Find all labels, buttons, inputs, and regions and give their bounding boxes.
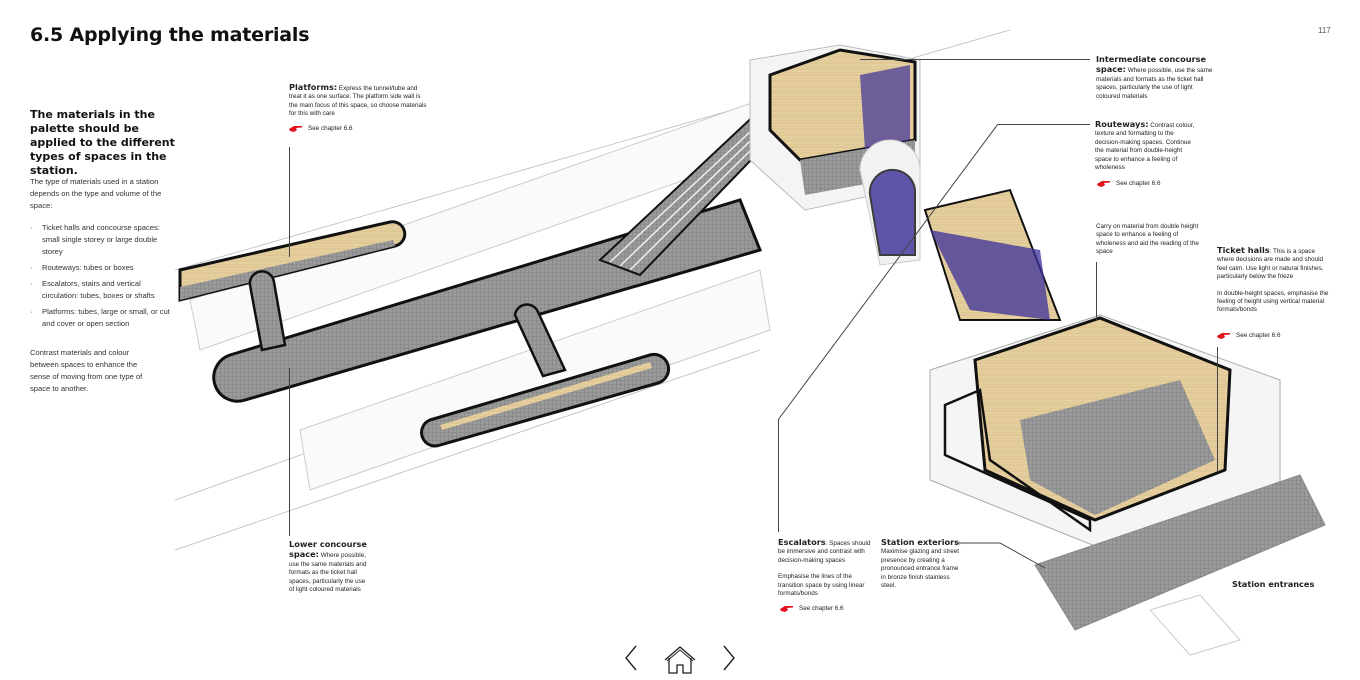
list-item: Platforms: tubes, large or small, or cut…: [30, 306, 175, 330]
see-chapter-label: See chapter 6.6: [799, 605, 844, 612]
list-item: Routeways: tubes or boxes: [30, 262, 175, 274]
annotation-text: Emphasise the lines of the transition sp…: [778, 573, 865, 598]
annotation-text: : Spaces should be immersive and contras…: [778, 540, 871, 564]
escalators-annotation: Escalators: Spaces should be immersive a…: [778, 538, 876, 598]
platforms-leader: [289, 147, 290, 257]
ticket-leader: [1217, 347, 1218, 472]
annotation-title: Escalators: [778, 537, 826, 547]
annotation-title: Intermediate concourse space:: [1096, 54, 1207, 75]
escalators-leader: [778, 420, 779, 532]
ticket-halls-annotation: Ticket halls: This is a space where deci…: [1217, 246, 1329, 315]
see-chapter-label: See chapter 6.6: [1116, 180, 1161, 187]
space-types-list: Ticket halls and concourse spaces: small…: [30, 222, 175, 334]
annotation-text: : Maximise glazing and street presence b…: [881, 540, 961, 590]
annotation-text: Express the tunnel/tube and treat it as …: [289, 85, 427, 118]
see-chapter-link[interactable]: See chapter 6.6: [1097, 180, 1160, 187]
annotation-title: Routeways:: [1095, 119, 1149, 129]
entrances-annotation: Station entrances: [1232, 580, 1314, 590]
pointing-hand-icon: [780, 606, 793, 612]
annotation-text: In double-height spaces, emphasise the f…: [1217, 289, 1329, 314]
list-item: Ticket halls and concourse spaces: small…: [30, 222, 175, 258]
annotation-text: Contrast colour, texture and formatting …: [1095, 122, 1195, 172]
routeways-leader: [998, 124, 1090, 125]
see-chapter-link[interactable]: See chapter 6.6: [1217, 332, 1280, 339]
exteriors-annotation: Station exteriors: Maximise glazing and …: [881, 538, 963, 590]
connector-shafts: [248, 270, 567, 378]
annotation-text: : This is a space where decisions are ma…: [1217, 248, 1324, 281]
intermediate-annotation: Intermediate concourse space: Where poss…: [1096, 55, 1214, 101]
pointing-hand-icon: [1217, 333, 1230, 339]
upper-platform-tube: [178, 220, 407, 302]
see-chapter-link[interactable]: See chapter 6.6: [780, 605, 843, 612]
intro-text: The type of materials used in a station …: [30, 177, 162, 210]
home-icon[interactable]: [663, 645, 697, 675]
annotation-title: Station exteriors: [881, 537, 960, 547]
tunnel-shells: [189, 99, 771, 491]
annotation-text: Where possible, use the same materials a…: [1096, 67, 1213, 100]
next-page-icon[interactable]: [722, 645, 736, 671]
annotation-title: Ticket halls: [1217, 245, 1270, 255]
see-chapter-label: See chapter 6.6: [1236, 332, 1281, 339]
page-title: 6.5 Applying the materials: [30, 24, 310, 46]
carry-annotation: Carry on material from double height spa…: [1096, 223, 1199, 256]
previous-page-icon[interactable]: [624, 645, 638, 671]
see-chapter-link[interactable]: See chapter 6.6: [289, 125, 352, 132]
lead-heading: The materials in the palette should be a…: [30, 108, 175, 177]
page-number: 117: [1318, 26, 1331, 35]
contrast-text: Contrast materials and colour between sp…: [30, 348, 143, 393]
platforms-annotation: Platforms: Express the tunnel/tube and t…: [289, 83, 427, 119]
station-entrance-plaza: [1034, 474, 1326, 656]
ticket-hall-box: [929, 314, 1281, 561]
intermediate-leader: [860, 59, 1090, 60]
see-chapter-label: See chapter 6.6: [308, 125, 353, 132]
carry-leader: [1096, 262, 1097, 320]
annotation-title: Station entrances: [1232, 579, 1315, 589]
routeway-escalator-shaft: [859, 139, 1062, 321]
annotation-text: Where possible, use the same materials a…: [289, 552, 367, 594]
annotation-title: Lower concourse space:: [289, 539, 367, 560]
lower-concourse-leader: [289, 368, 290, 536]
routeways-annotation: Routeways: Contrast colour, texture and …: [1095, 120, 1195, 172]
lower-platform-tube: [420, 352, 671, 448]
pointing-hand-icon: [289, 126, 302, 132]
list-item: Escalators, stairs and vertical circulat…: [30, 278, 175, 302]
annotation-title: Platforms:: [289, 82, 338, 92]
pointing-hand-icon: [1097, 181, 1110, 187]
lower-concourse-annotation: Lower concourse space: Where possible, u…: [289, 540, 367, 594]
